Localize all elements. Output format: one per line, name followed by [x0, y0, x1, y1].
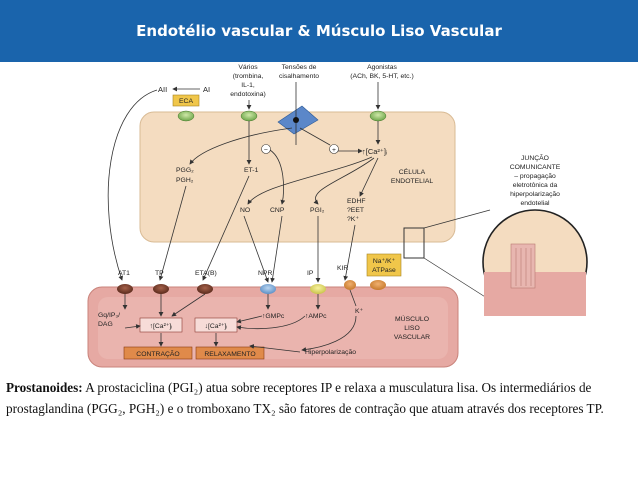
- k-label: ?K⁺: [347, 216, 359, 223]
- junction-line-3: – propagação: [514, 173, 556, 180]
- title-bar: Endotélio vascular & Músculo Liso Vascul…: [0, 0, 638, 62]
- muscle-cell-label-2: LISO: [404, 325, 420, 332]
- natk-box: [366, 253, 402, 277]
- caption: Prostanoides: A prostaciclina (PGI₂) atu…: [6, 378, 634, 419]
- relaxation-box: [195, 346, 265, 360]
- edhf-label: EDHF: [347, 198, 366, 205]
- junction-line-2: COMUNICANTE: [510, 164, 561, 171]
- muscle-cell-label-1: MÚSCULO: [395, 314, 429, 323]
- eca-label: ECA: [179, 98, 193, 105]
- caption-term: Prostanoides:: [6, 380, 83, 395]
- ip-label: IP: [307, 270, 314, 277]
- tensoes-line-1: Tensões de: [282, 64, 317, 71]
- varios-line-3: IL-1,: [241, 82, 255, 89]
- ca-down-box: [194, 317, 238, 333]
- kir-channel: [344, 280, 356, 290]
- muscle-cell-label-3: VASCULAR: [394, 334, 430, 341]
- junction-line-4: eletrotônica da: [513, 182, 558, 189]
- eta-receptor: [197, 284, 213, 294]
- muscle-arrows: [122, 289, 357, 353]
- pgi2-label: PGI₂: [310, 207, 325, 214]
- shear-stress-node: [293, 117, 299, 123]
- eca-receptor: [177, 110, 195, 122]
- varios-receptor: [240, 110, 258, 122]
- relaxation-label: RELAXAMENTO: [204, 351, 255, 358]
- hyperpolarization-label: Hiperpolarização: [305, 349, 356, 356]
- caption-text: A prostaciclina (PGI₂) atua sobre recept…: [6, 380, 604, 416]
- top-sources: Vários (trombina, IL-1, endotoxina) Tens…: [230, 64, 413, 98]
- ai-label: AI: [203, 85, 210, 94]
- minus-sign: −: [264, 147, 268, 154]
- cnp-label: CNP: [270, 207, 285, 214]
- aii-to-at1-arrow: [107, 89, 158, 281]
- eca-box: [172, 94, 200, 107]
- junction-leader-top: [423, 209, 491, 229]
- at1-receptor: [117, 284, 133, 294]
- gq-label-1: Gq/IP₃/: [98, 312, 120, 319]
- kir-label: KIR: [337, 265, 348, 272]
- endothelial-arrows: [158, 121, 381, 283]
- agonist-receptor: [369, 110, 387, 122]
- eet-label: ?EET: [347, 207, 364, 214]
- junction-line-1: JUNÇÃO: [521, 153, 549, 162]
- ca-up-label: ↑[Ca²⁺]ᵢ: [150, 323, 173, 330]
- npr-receptor: [260, 284, 276, 294]
- endothelium-smooth-muscle-diagram: Vários (trombina, IL-1, endotoxina) Tens…: [87, 64, 588, 368]
- tp-label: TP: [155, 270, 164, 277]
- contraction-box: [123, 346, 193, 360]
- tensoes-line-2: cisalhamento: [279, 73, 319, 80]
- varios-line-2: (trombina,: [233, 73, 264, 80]
- junction-line-6: endotelial: [520, 200, 550, 207]
- junction-leader-bottom: [423, 257, 491, 301]
- agonistas-line-2: (ACh, BK, 5-HT, etc.): [350, 73, 413, 80]
- contraction-label: CONTRAÇÃO: [136, 349, 179, 358]
- at1-label: AT1: [118, 270, 130, 277]
- minus-node: [261, 144, 271, 154]
- endothelial-cell-label-1: CÉLULA: [399, 167, 426, 176]
- varios-line-4: endotoxina): [230, 91, 266, 98]
- aii-label: AII: [158, 85, 167, 94]
- junction-line-5: hiperpolarização: [510, 191, 560, 198]
- varios-line-1: Vários: [238, 64, 258, 71]
- junction-channel: [510, 243, 536, 289]
- k-muscle-label: K⁺: [355, 308, 364, 315]
- gq-label-2: DAG: [98, 321, 113, 328]
- slide-title: Endotélio vascular & Músculo Liso Vascul…: [136, 22, 502, 40]
- pgg2-label: PGG₂: [176, 167, 194, 174]
- no-label: NO: [240, 207, 250, 214]
- endo-ca-label: ↑[Ca²⁺]ᵢ: [362, 147, 387, 156]
- npr-label: NPR: [258, 270, 272, 277]
- eta-label: ETA(B): [195, 270, 217, 277]
- natk-label-1: Na⁺/K⁺: [373, 258, 396, 265]
- gmpc-label: ↑GMPc: [262, 313, 285, 320]
- plus-node: [329, 144, 339, 154]
- tp-receptor: [153, 284, 169, 294]
- natk-label-2: ATPase: [372, 267, 396, 274]
- endothelial-cell-label-2: ENDOTELIAL: [391, 178, 434, 185]
- junction-source-box: [403, 227, 425, 259]
- plus-sign: +: [332, 147, 336, 154]
- gap-junction-inset: JUNÇÃO COMUNICANTE – propagação eletrotô…: [403, 153, 588, 316]
- natk-pump: [370, 280, 386, 290]
- pgh2-label: PGH₂: [176, 177, 194, 184]
- agonistas-line-1: Agonistas: [367, 64, 397, 71]
- et1-label: ET-1: [244, 167, 259, 174]
- ip-receptor: [310, 284, 326, 294]
- ampc-label: ↑AMPc: [305, 313, 327, 320]
- ca-down-label: ↓[Ca²⁺]ᵢ: [205, 323, 228, 330]
